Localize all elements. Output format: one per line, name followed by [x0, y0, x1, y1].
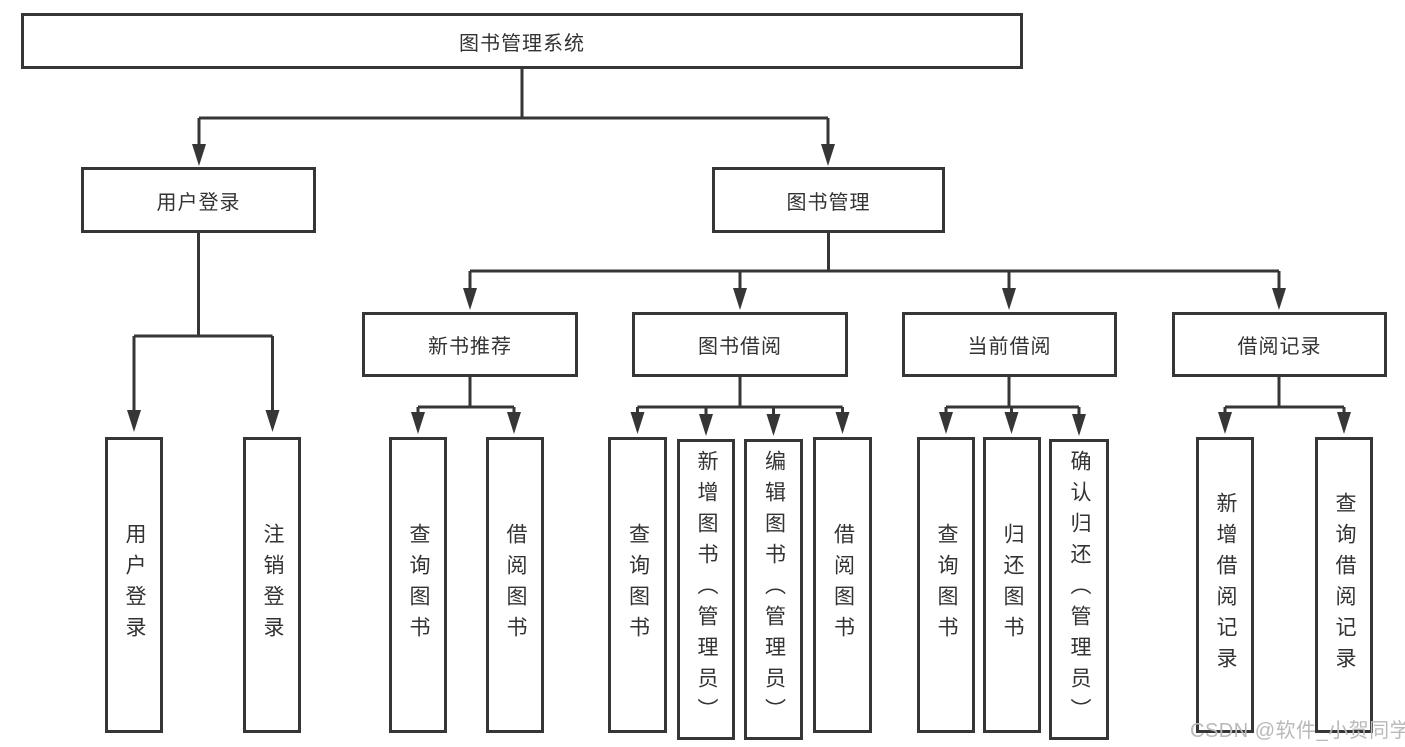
node-user-login: 用户登录	[81, 167, 316, 233]
node-current-borrowing: 当前借阅	[902, 312, 1117, 377]
leaf-add-borrow-record: 新增借阅记录	[1196, 437, 1254, 733]
arrow-down-icon	[699, 414, 713, 436]
book-borrowing-branch-connector	[630, 377, 850, 436]
leaf-query-borrow-record: 查询借阅记录	[1315, 437, 1373, 733]
new-book-recommend-branch-connector	[411, 377, 521, 434]
borrowing-records-branch-connector	[1218, 377, 1351, 434]
arrow-down-icon	[1002, 288, 1016, 310]
arrow-down-icon	[411, 412, 425, 434]
arrow-down-icon	[766, 414, 781, 436]
leaf-return-book: 归还图书	[983, 437, 1041, 733]
leaf-logout: 注销登录	[243, 437, 301, 733]
arrow-down-icon	[1072, 414, 1086, 436]
node-book-borrowing: 图书借阅	[632, 312, 848, 377]
user-login-branch-connector	[127, 233, 280, 432]
node-book-management: 图书管理	[712, 167, 945, 233]
arrow-down-icon	[1272, 288, 1286, 310]
arrow-down-icon	[630, 412, 645, 434]
leaf-borrow-books-1: 借阅图书	[486, 437, 544, 733]
leaf-borrow-books-2: 借阅图书	[813, 437, 872, 733]
leaf-edit-book-admin: 编辑图书（管理员）	[744, 439, 803, 740]
arrow-down-icon	[1004, 412, 1019, 434]
arrow-down-icon	[192, 144, 206, 166]
node-library-system: 图书管理系统	[21, 13, 1023, 69]
arrow-down-icon	[463, 288, 477, 310]
leaf-user-login: 用户登录	[105, 437, 163, 733]
arrow-down-icon	[835, 412, 850, 434]
node-borrowing-records: 借阅记录	[1172, 312, 1387, 377]
leaf-add-book-admin: 新增图书（管理员）	[677, 439, 735, 740]
arrow-down-icon	[1218, 412, 1232, 434]
current-borrowing-branch-connector	[939, 377, 1086, 436]
book-management-branch-connector	[463, 233, 1286, 310]
arrow-down-icon	[733, 288, 747, 310]
csdn-watermark: CSDN @软件_小贺同学	[1190, 720, 1405, 742]
arrow-down-icon	[265, 410, 280, 432]
leaf-query-books-1: 查询图书	[389, 437, 447, 733]
arrow-down-icon	[821, 144, 835, 166]
arrow-down-icon	[127, 410, 141, 432]
leaf-confirm-return-admin: 确认归还（管理员）	[1049, 439, 1109, 740]
leaf-query-books-2: 查询图书	[608, 437, 667, 733]
arrow-down-icon	[939, 412, 953, 434]
node-new-book-recommend: 新书推荐	[362, 312, 578, 377]
root-to-level2-connector	[192, 69, 835, 166]
arrow-down-icon	[507, 412, 521, 434]
arrow-down-icon	[1337, 412, 1351, 434]
leaf-query-books-3: 查询图书	[917, 437, 975, 733]
